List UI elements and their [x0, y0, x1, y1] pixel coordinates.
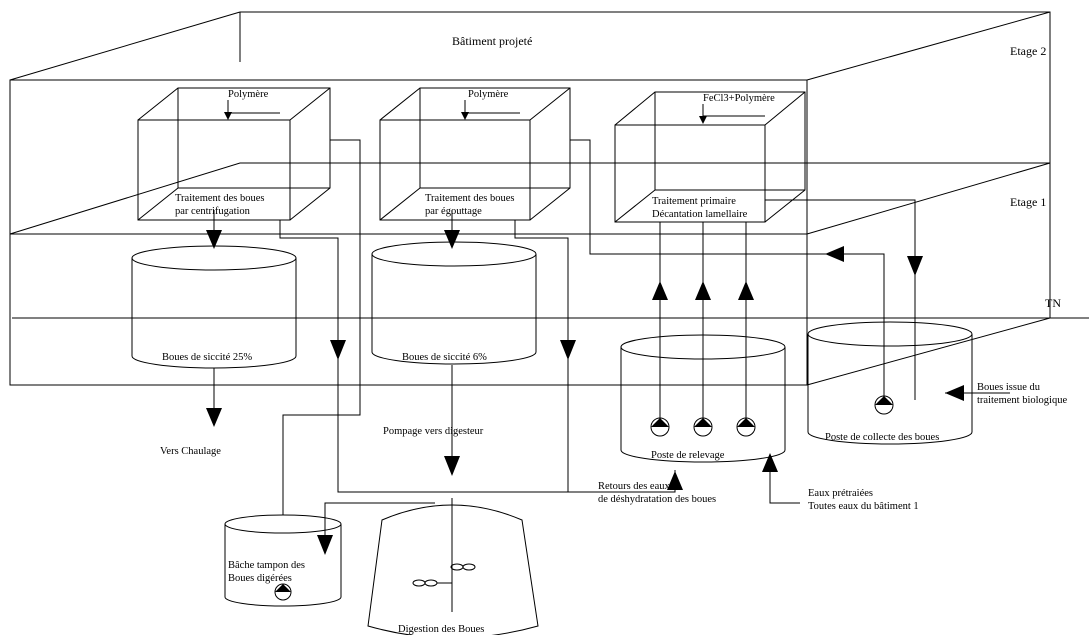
- return-label-1: Retours des eaux: [598, 481, 670, 492]
- centrifuge-label-1: Traitement des boues: [175, 193, 264, 204]
- pump-lift-2: [693, 417, 713, 437]
- lift-station-label: Poste de relevage: [651, 450, 725, 461]
- primary-label-2: Décantation lamellaire: [652, 209, 748, 220]
- arrow-to-collection: [907, 256, 923, 276]
- ground-level-label: TN: [1045, 296, 1061, 310]
- arrow-bio-sludge-in: [945, 385, 964, 401]
- building-outline: [9, 11, 1089, 386]
- arrow-lift-up-3: [738, 281, 754, 300]
- building-title: Bâtiment projeté: [452, 34, 532, 48]
- centrifuge-reagent-arrow: [224, 112, 232, 120]
- arrow-to-primary: [825, 246, 844, 262]
- centrifuge-reagent-label: Polymère: [228, 89, 269, 100]
- pump-lift-1: [650, 417, 670, 437]
- collection-station-tank: [807, 321, 973, 445]
- arrow-return-into-lift: [667, 471, 683, 490]
- arrow-to-buffer: [317, 535, 333, 555]
- arrow-to-digester: [444, 456, 460, 476]
- buffer-tank-label-2: Boues digérées: [228, 573, 292, 584]
- arrow-return-down-1: [330, 340, 346, 360]
- buffer-tank-label-1: Bâche tampon des: [228, 560, 305, 571]
- digester-label: Digestion des Boues: [398, 624, 484, 635]
- bio-sludge-label-2: traitement biologique: [977, 395, 1067, 406]
- buffer-tank: [224, 514, 342, 607]
- arrow-lift-up-1: [652, 281, 668, 300]
- draining-reagent-line: [464, 100, 520, 114]
- arrow-return-down-2: [560, 340, 576, 360]
- digester-tank: [367, 498, 539, 635]
- draining-unit: [379, 87, 571, 221]
- arrow-lift-up-2: [695, 281, 711, 300]
- sludge-6-tank: [371, 241, 537, 365]
- pump-buffer: [274, 583, 292, 601]
- draining-reagent-arrow: [461, 112, 469, 120]
- primary-reagent-arrow: [699, 116, 707, 124]
- pump-collection: [874, 395, 894, 415]
- centrifuge-reagent-line: [227, 100, 280, 114]
- pump-digester-label: Pompage vers digesteur: [383, 426, 484, 437]
- draining-label-1: Traitement des boues: [425, 193, 514, 204]
- liming-label: Vers Chaulage: [160, 446, 221, 457]
- pump-lift-3: [736, 417, 756, 437]
- return-label-2: de déshydratation des boues: [598, 494, 716, 505]
- pumps: [274, 395, 894, 601]
- arrow-to-sludge-25: [206, 230, 222, 249]
- centrifuge-label-2: par centrifugation: [175, 206, 251, 217]
- primary-treatment-unit: [614, 91, 806, 223]
- primary-reagent-label: FeCl3+Polymère: [703, 93, 775, 104]
- flow-arrows: [206, 230, 964, 555]
- pretreated-label-2: Toutes eaux du bâtiment 1: [808, 501, 919, 512]
- arrow-to-sludge-6: [444, 230, 460, 249]
- arrow-pretreated-into-lift: [762, 453, 778, 472]
- primary-label-1: Traitement primaire: [652, 196, 736, 207]
- pretreated-label-1: Eaux prétraiées: [808, 488, 873, 499]
- floor-2-label: Etage 2: [1010, 44, 1046, 58]
- sludge-6-label: Boues de siccité 6%: [402, 352, 487, 363]
- collection-station-label: Poste de collecte des boues: [825, 432, 939, 443]
- bio-sludge-label-1: Boues issue du: [977, 382, 1041, 393]
- floor-1-label: Etage 1: [1010, 195, 1046, 209]
- draining-reagent-label: Polymère: [468, 89, 509, 100]
- sludge-25-tank: [131, 245, 297, 369]
- sludge-25-label: Boues de siccité 25%: [162, 352, 252, 363]
- arrow-to-liming: [206, 408, 222, 427]
- primary-reagent-line: [702, 104, 765, 117]
- draining-label-2: par égouttage: [425, 206, 482, 217]
